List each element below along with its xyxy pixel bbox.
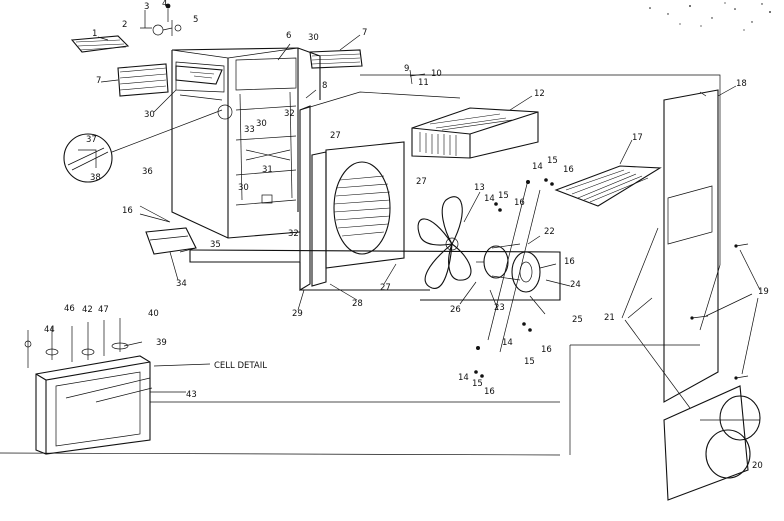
callout-30-b: 30 [144,110,155,120]
callout-35: 35 [210,240,221,250]
side-panel [299,91,461,291]
callout-27-a: 27 [330,131,341,141]
heat-exchanger-cell [411,107,539,159]
callout-12: 12 [534,89,545,99]
callout-16-f: 16 [122,206,133,216]
callout-14-c: 14 [502,338,513,348]
fastener-set [474,178,554,378]
callout-47: 47 [98,305,109,315]
callout-3: 3 [144,2,149,12]
callout-7-right: 7 [362,28,367,38]
callout-43: 43 [186,390,197,400]
callout-14-d: 14 [458,373,469,383]
base-tray [139,205,197,255]
rear-panel [663,89,719,403]
callout-1: 1 [92,29,97,39]
callout-10: 10 [431,69,442,79]
callout-14-a: 14 [532,162,543,172]
callout-24: 24 [570,280,581,290]
callout-31: 31 [262,165,273,175]
cell-detail-box [35,355,211,455]
side-filter [554,165,662,207]
fan-motor [476,243,541,293]
callout-26: 26 [450,305,461,315]
control-valve [140,3,182,36]
filter-pad-right [309,49,363,69]
callout-7-left: 7 [96,76,101,86]
callout-29: 29 [292,309,303,319]
motor-bracket [476,179,541,353]
callout-39: 39 [156,338,167,348]
callout-22: 22 [544,227,555,237]
callout-5: 5 [193,15,198,25]
detail-inset [63,109,223,183]
callout-23: 23 [494,303,505,313]
callout-16-c: 16 [564,257,575,267]
callout-18: 18 [736,79,747,89]
callout-32-b: 32 [288,229,299,239]
screws-19 [690,243,761,380]
callout-27-c: 27 [380,283,391,293]
callout-13: 13 [474,183,485,193]
callout-15-b: 15 [498,191,509,201]
callout-34: 34 [176,279,187,289]
cell-hardware [24,318,143,368]
filter-pad-left [117,63,169,97]
callout-2: 2 [122,20,127,30]
callout-15-a: 15 [547,156,558,166]
scan-noise [649,2,771,31]
fan-blade [417,196,472,289]
callout-27-b: 27 [416,177,427,187]
callout-30-a: 30 [308,33,319,43]
callout-4: 4 [162,0,167,9]
callout-8: 8 [322,81,327,91]
callout-16-a: 16 [563,165,574,175]
leader-lines [97,34,737,315]
callout-17: 17 [632,133,643,143]
callout-46: 46 [64,304,75,314]
callout-38: 38 [90,173,101,183]
callout-28: 28 [352,299,363,309]
callout-labels: 1 2 3 4 5 6 7 7 8 9 10 11 12 13 14 14 14… [44,0,769,471]
callout-40: 40 [148,309,159,319]
callout-19: 19 [758,287,769,297]
callout-14-b: 14 [484,194,495,204]
callout-25: 25 [572,315,583,325]
callout-30-c: 30 [256,119,267,129]
fan-grille [325,141,405,269]
callout-42: 42 [82,305,93,315]
callout-20: 20 [752,461,763,471]
callout-37: 37 [86,135,97,145]
base-plate-outline [0,74,721,456]
front-louver [175,65,223,85]
callout-16-e: 16 [484,387,495,397]
callout-44: 44 [44,325,55,335]
callout-16-d: 16 [541,345,552,355]
callout-6: 6 [286,31,291,41]
callout-15-d: 15 [472,379,483,389]
cabinet-body [171,47,321,239]
screws-21 [621,227,691,409]
callout-16-b: 16 [514,198,525,208]
callout-21: 21 [604,313,615,323]
callout-9: 9 [404,64,409,74]
callout-33: 33 [244,125,255,135]
callout-11: 11 [418,78,429,88]
callout-15-c: 15 [524,357,535,367]
callout-30-d: 30 [238,183,249,193]
filter-pad-top [70,35,130,53]
humidistat-assembly [663,385,761,501]
callout-32-a: 32 [284,109,295,119]
cell-detail-label: CELL DETAIL [214,361,267,371]
callout-36: 36 [142,167,153,177]
